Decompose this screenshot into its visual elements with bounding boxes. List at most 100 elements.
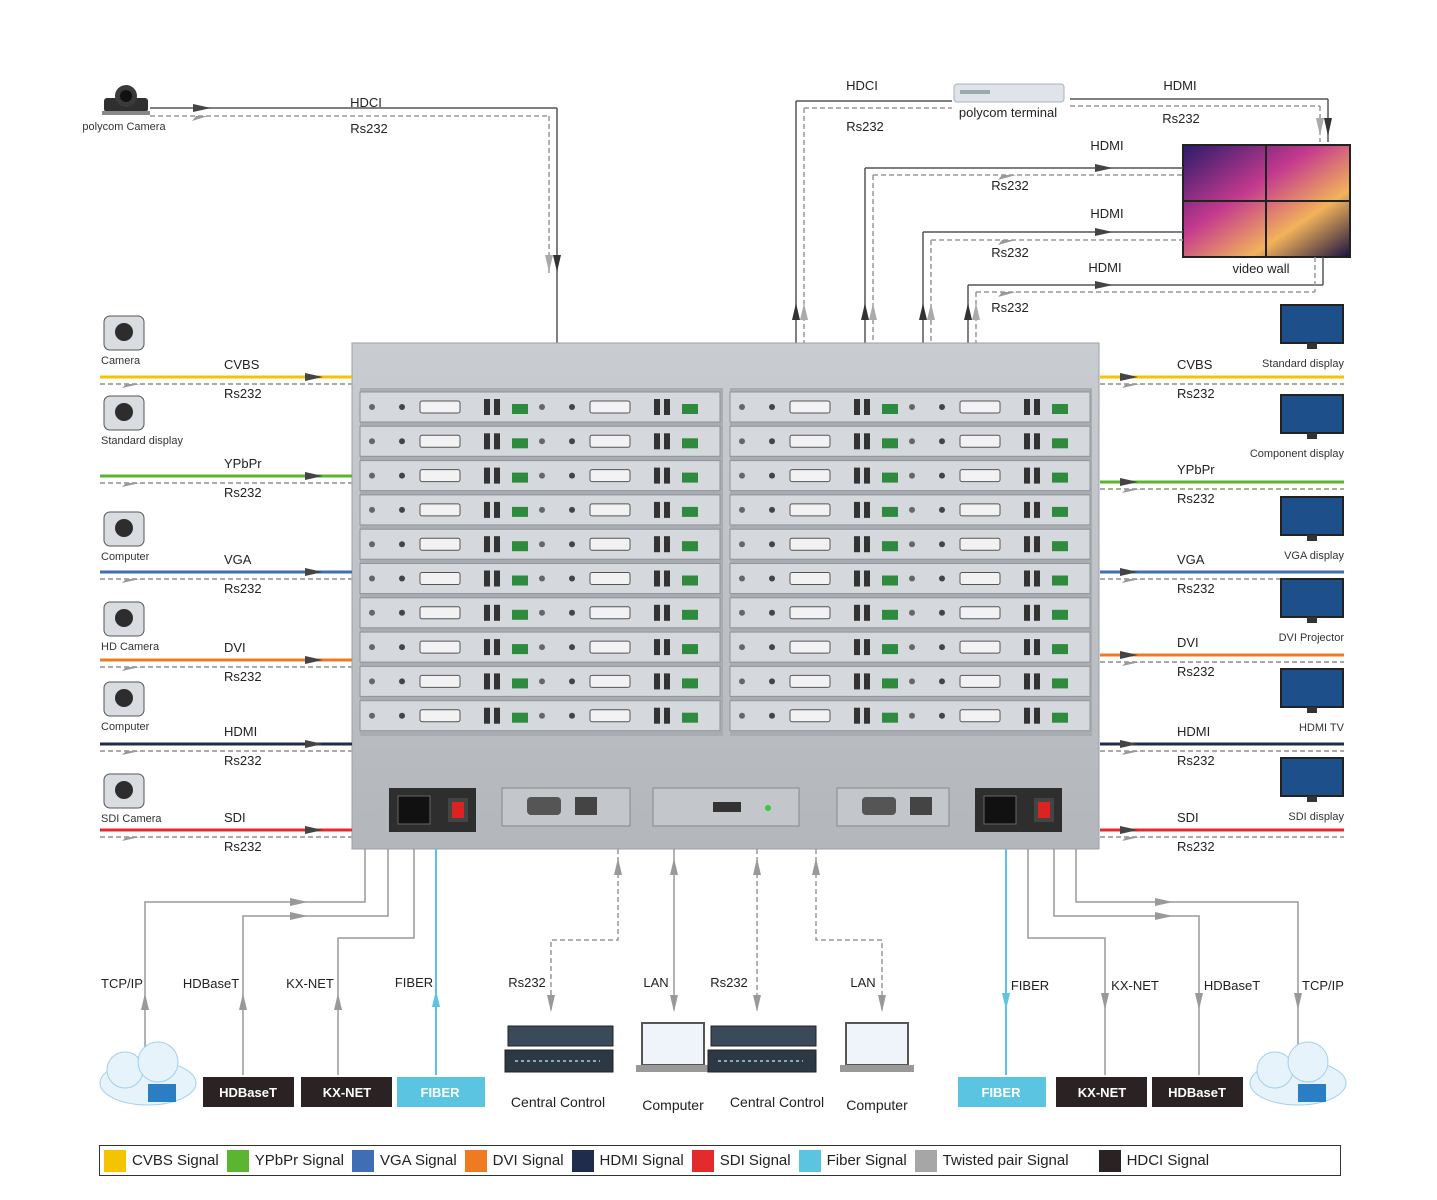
link-label-kxnet-left: KX-NET: [286, 976, 334, 991]
input-device-label: Standard display: [101, 435, 183, 447]
output-signal-label: VGA: [1177, 552, 1205, 567]
cloud-icon-left: [99, 1041, 197, 1106]
video-wall-label: video wall: [1232, 261, 1289, 276]
legend-item: YPbPr Signal: [226, 1149, 344, 1172]
legend-label: DVI Signal: [492, 1152, 564, 1169]
legend-label: HDMI Signal: [599, 1152, 684, 1169]
output-arrow: [1120, 651, 1138, 659]
link-label-kxnet-right: KX-NET: [1111, 978, 1159, 993]
legend-item: DVI Signal: [464, 1149, 564, 1172]
output-display-stand: [1307, 433, 1317, 439]
kxnet-box-left: [301, 1077, 392, 1107]
input-signal-label: VGA: [224, 552, 252, 567]
input-device-icon-lens: [115, 609, 133, 627]
wall-feed-3-control: Rs232: [991, 300, 1029, 315]
input-device-icon-lens: [115, 323, 133, 341]
hdmi-module-center: [652, 787, 800, 827]
input-signal-label: DVI: [224, 640, 246, 655]
wall-feed-1-signal: HDMI: [1090, 138, 1123, 153]
computer-label-1: Computer: [642, 1097, 704, 1113]
input-device-icon-lens: [115, 403, 133, 421]
output-display-icon: [1280, 757, 1344, 797]
input-device-label: HD Camera: [101, 641, 160, 653]
output-device-label: HDMI TV: [1299, 722, 1345, 734]
output-device-label: VGA display: [1284, 550, 1344, 562]
input-device-label: Camera: [101, 355, 141, 367]
output-control-arrow: [1122, 751, 1140, 755]
polycom-camera-icon: [102, 85, 150, 115]
input-signal-label: CVBS: [224, 357, 260, 372]
fiber-box-left-label: FIBER: [421, 1085, 461, 1100]
output-display-stand: [1307, 796, 1317, 802]
central-control-label-1: Central Control: [511, 1094, 605, 1110]
hdci-label-terminal: HDCI: [846, 78, 878, 93]
central-control-label-2: Central Control: [730, 1094, 824, 1110]
computer-icon-1: [636, 1022, 710, 1072]
input-control-label: Rs232: [224, 669, 262, 684]
fiber-box-right-label: FIBER: [982, 1085, 1022, 1100]
rs232-label-terminal: Rs232: [846, 119, 884, 134]
output-display-stand: [1307, 343, 1317, 349]
link-label-fiber-right: FIBER: [1011, 978, 1049, 993]
input-device-icon-lens: [115, 689, 133, 707]
output-display-stand: [1307, 707, 1317, 713]
hdbaset-box-left-label: HDBaseT: [219, 1085, 277, 1100]
link-label-tcpip-right: TCP/IP: [1302, 978, 1344, 993]
legend-swatch: [691, 1149, 714, 1172]
legend-swatch: [104, 1149, 126, 1172]
link-label-lan-center-2: LAN: [850, 975, 875, 990]
legend-label: VGA Signal: [379, 1152, 457, 1169]
legend-swatch: [798, 1149, 821, 1172]
legend-label: CVBS Signal: [132, 1152, 219, 1169]
output-arrow: [1120, 568, 1138, 576]
link-label-rs232-center-2: Rs232: [710, 975, 748, 990]
input-arrow: [305, 826, 323, 834]
input-device-icon-lens: [115, 781, 133, 799]
output-display-icon: [1280, 304, 1344, 344]
link-label-fiber-left: FIBER: [395, 975, 433, 990]
input-control-arrow: [122, 667, 140, 671]
output-device-label: Standard display: [1262, 358, 1344, 370]
input-arrow: [305, 656, 323, 664]
input-control-label: Rs232: [224, 386, 262, 401]
input-control-label: Rs232: [224, 753, 262, 768]
legend-swatch: [226, 1149, 249, 1172]
rs232-label-left: Rs232: [350, 121, 388, 136]
video-wall-icon: [1182, 144, 1351, 258]
input-signal-label: HDMI: [224, 724, 257, 739]
kxnet-box-left-label: KX-NET: [323, 1085, 371, 1100]
legend-swatch: [914, 1149, 937, 1172]
legend-item: VGA Signal: [351, 1149, 457, 1172]
output-control-label: Rs232: [1177, 839, 1215, 854]
control-module-right: [836, 787, 950, 827]
output-control-arrow: [1122, 662, 1140, 666]
output-signal-label: SDI: [1177, 810, 1199, 825]
wall-feed-lines: [861, 164, 1324, 343]
output-control-label: Rs232: [1177, 386, 1215, 401]
link-label-rs232-center-1: Rs232: [508, 975, 546, 990]
link-label-hdbaset-right: HDBaseT: [1204, 978, 1260, 993]
input-control-arrow: [122, 837, 140, 841]
input-control-arrow: [122, 751, 140, 755]
legend-item: SDI Signal: [691, 1149, 791, 1172]
polycom-camera-label: polycom Camera: [82, 121, 166, 133]
hdbaset-box-left: [203, 1077, 294, 1107]
control-module-left: [501, 787, 631, 827]
output-display-icon: [1280, 496, 1344, 536]
output-control-label: Rs232: [1177, 753, 1215, 768]
output-display-icon: [1280, 668, 1344, 708]
input-signal-label: SDI: [224, 810, 246, 825]
output-display-stand: [1307, 535, 1317, 541]
input-signal-label: YPbPr: [224, 456, 262, 471]
wall-feed-1-control: Rs232: [991, 178, 1029, 193]
wall-feed-2-control: Rs232: [991, 245, 1029, 260]
central-control-icon-1: [504, 1025, 614, 1073]
output-control-arrow: [1122, 837, 1140, 841]
input-control-arrow: [122, 384, 140, 388]
legend-item: Fiber Signal: [798, 1149, 907, 1172]
rs232-label-wall-top: Rs232: [1162, 111, 1200, 126]
input-device-label: Computer: [101, 721, 150, 733]
legend-label: YPbPr Signal: [254, 1152, 344, 1169]
